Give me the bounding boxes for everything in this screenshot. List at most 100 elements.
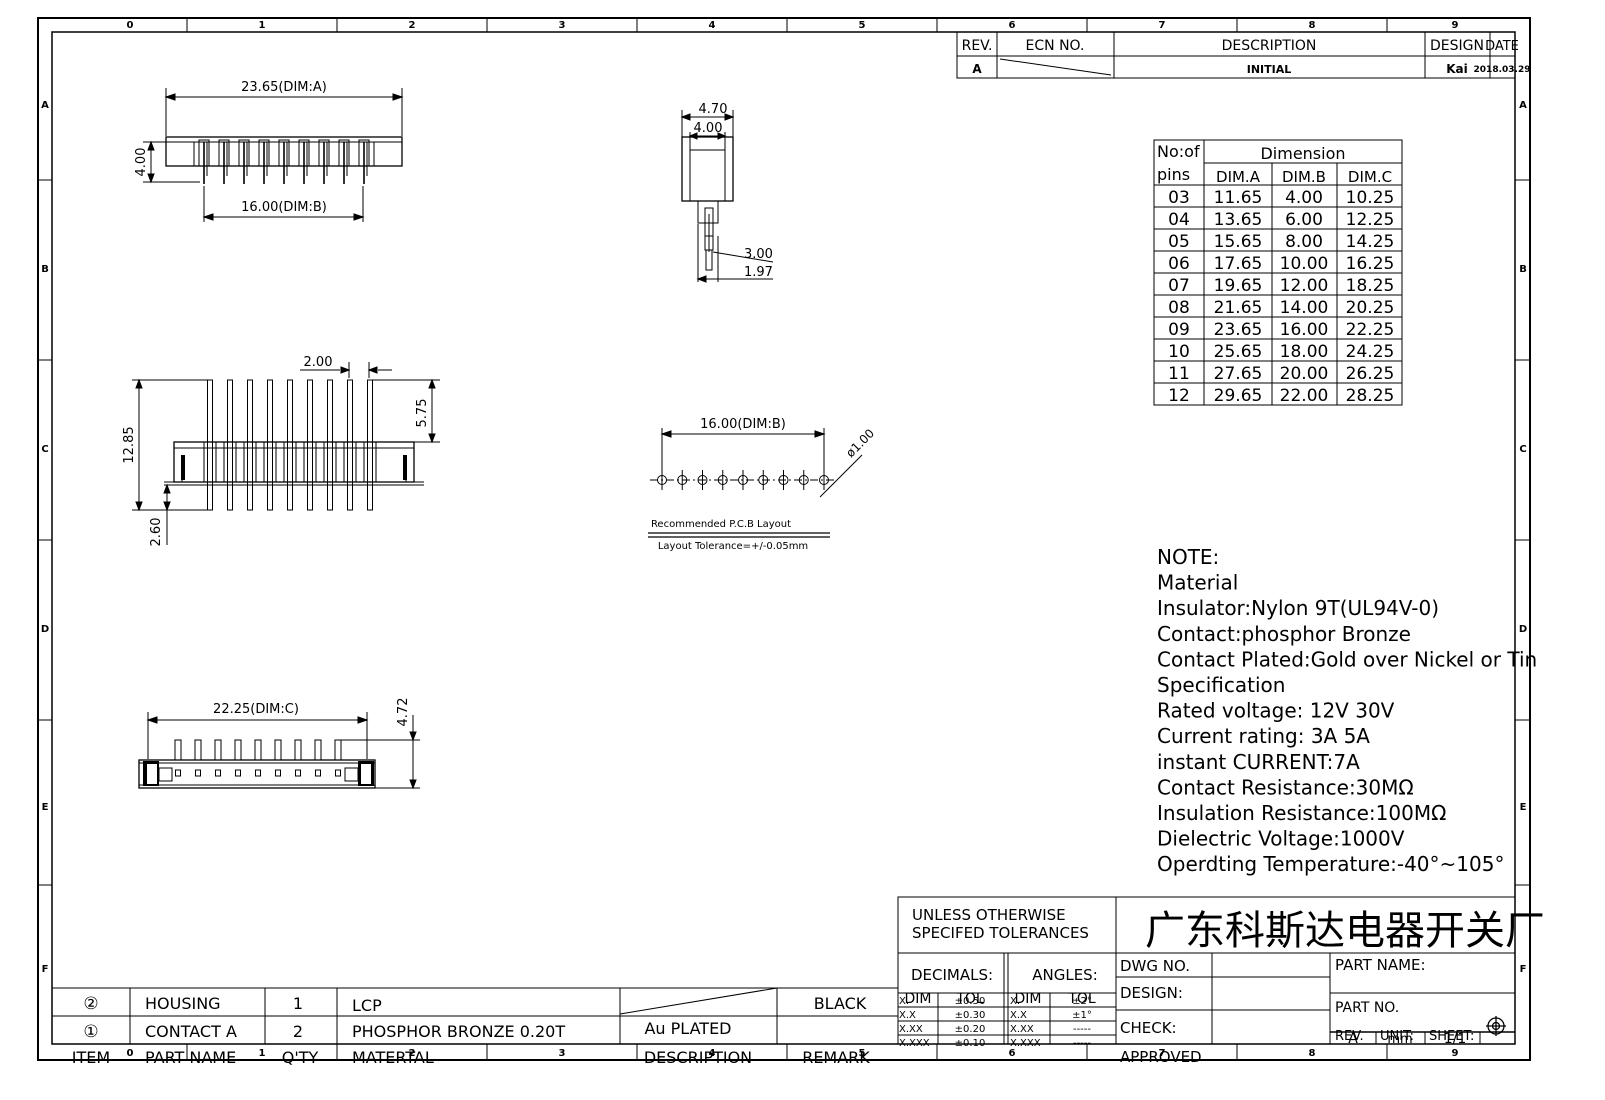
dim-table-cell: 19.65: [1214, 276, 1263, 296]
front-pin: [307, 379, 313, 511]
pins-header: pins: [1157, 165, 1190, 184]
front-view: 12.85 2.60 5.75 2.00: [122, 355, 440, 546]
bottom-pin: [334, 739, 342, 761]
dim-table-cell: 29.65: [1214, 386, 1263, 406]
dim-table-cell: 11.65: [1214, 188, 1263, 208]
side-outer-label: 4.70: [699, 102, 728, 117]
zone-row-right: B: [1519, 264, 1527, 275]
tol-decimal-dim: X.X: [899, 1010, 916, 1021]
zone-row-left: A: [41, 100, 49, 111]
note-line: Contact Plated:Gold over Nickel or Tin: [1157, 647, 1537, 671]
pcb-note-2: Layout Tolerance=+/-0.05mm: [658, 541, 808, 552]
dim-table-cell: 10.00: [1280, 254, 1329, 274]
sheet-label: SHEET:: [1429, 1029, 1474, 1044]
side-tail-1-label: 3.00: [744, 247, 773, 262]
bom-header-qty: Q'TY: [282, 1048, 319, 1067]
pcb-hole-label: ø1.00: [843, 426, 877, 460]
dim-table-cell: 12.00: [1280, 276, 1329, 296]
bom-header-remark: REMARK: [802, 1048, 870, 1067]
dim-table-cell: 20.25: [1346, 298, 1395, 318]
note-line: Contact:phosphor Bronze: [1157, 622, 1411, 646]
zone-row-left: B: [41, 264, 49, 275]
bom-qty-2: 1: [293, 994, 303, 1013]
top-view: 23.65(DIM:A) 4.00 16.00(DIM:B): [134, 80, 404, 222]
note-line: instant CURRENT:7A: [1157, 750, 1360, 774]
zone-col-bottom: 3: [559, 1048, 566, 1059]
note-line: Operdting Temperature:-40°~105°: [1157, 852, 1504, 876]
dimension-table: No:of pins Dimension DIM.A DIM.B DIM.C 0…: [1153, 139, 1403, 406]
tol-angle-dim: X.: [1010, 996, 1020, 1007]
design-header: DESIGN: [1430, 38, 1484, 54]
bom-material-1: PHOSPHOR BRONZE 0.20T: [352, 1022, 565, 1041]
dim-table-cell: 4.00: [1285, 188, 1323, 208]
dim-b-header: DIM.B: [1282, 168, 1326, 186]
tolerance-title-1: UNLESS OTHERWISE: [912, 906, 1066, 924]
zone-row-right: C: [1519, 444, 1526, 455]
tol-decimal-value: ±0.50: [955, 996, 986, 1007]
front-pin: [347, 379, 353, 511]
side-view: 4.70 4.00 3.00 1.97: [680, 102, 774, 283]
dim-header: DIM: [905, 991, 932, 1007]
zone-row-left: D: [41, 624, 49, 635]
bottom-pin-hole: [315, 769, 321, 777]
company-name: 广东科斯达电器开关厂: [1145, 908, 1545, 954]
dim-table-cell: 25.65: [1214, 342, 1263, 362]
zone-col-top: 8: [1309, 20, 1316, 31]
projection-symbol-icon: [1486, 1016, 1506, 1036]
tol-decimal-value: ±0.20: [955, 1024, 986, 1035]
zone-col-bottom: 7: [1159, 1048, 1166, 1059]
zone-col-bottom: 8: [1309, 1048, 1316, 1059]
tol-header: TOL: [955, 991, 984, 1007]
tol-decimal-value: ±0.10: [955, 1038, 986, 1049]
front-below-label: 2.60: [149, 518, 164, 547]
dim-table-cell: 28.25: [1346, 386, 1395, 406]
zone-row-left: E: [42, 802, 49, 813]
note-line: Current rating: 3A 5A: [1157, 724, 1370, 748]
dim-table-cell: 22.25: [1346, 320, 1395, 340]
front-total-height-label: 12.85: [122, 426, 137, 463]
tolerance-block: UNLESS OTHERWISE SPECIFED TOLERANCES DEC…: [897, 896, 1117, 1049]
design-label: DESIGN:: [1120, 984, 1183, 1002]
bom-description-1: Au PLATED: [644, 1019, 731, 1038]
rev-value: A: [972, 62, 982, 76]
dim-table-cell: 08: [1168, 298, 1190, 318]
note-line: Insulation Resistance:100MΩ: [1157, 801, 1446, 825]
dim-header-angle: DIM: [1015, 991, 1042, 1007]
bottom-view: 22.25(DIM:C) 4.72: [138, 698, 420, 790]
tol-angle-value: ±1°: [1072, 1010, 1092, 1021]
bom-qty-1: 2: [293, 1022, 303, 1041]
dwg-no-label: DWG NO.: [1120, 957, 1190, 975]
note-line: Specification: [1157, 673, 1285, 697]
front-pin: [227, 379, 233, 511]
pins-header: No:of: [1157, 142, 1200, 161]
description-header: DESCRIPTION: [1222, 38, 1317, 54]
dim-table-cell: 04: [1168, 210, 1190, 230]
bom-header-material: MATERTAL: [352, 1048, 434, 1067]
zone-col-top: 7: [1159, 20, 1166, 31]
front-pin-above-label: 5.75: [415, 399, 430, 428]
dim-table-cell: 10.25: [1346, 188, 1395, 208]
dimension-group-header: Dimension: [1260, 144, 1345, 163]
zone-col-top: 0: [127, 20, 134, 31]
zone-row-right: A: [1519, 100, 1527, 111]
zone-col-top: 1: [259, 20, 266, 31]
approved-label: APPROVED: [1120, 1048, 1202, 1066]
dim-a-label: 23.65(DIM:A): [241, 80, 327, 95]
zone-row-left: C: [41, 444, 48, 455]
tol-angle-dim: X.XXX: [1010, 1038, 1041, 1049]
zone-col-bottom: 5: [859, 1048, 866, 1059]
dim-table-cell: 10: [1168, 342, 1190, 362]
part-no-label: PART NO.: [1335, 1000, 1399, 1016]
dim-table-cell: 27.65: [1214, 364, 1263, 384]
bom-part-1: CONTACT A: [145, 1022, 237, 1041]
zone-col-bottom: 6: [1009, 1048, 1016, 1059]
dim-table-cell: 05: [1168, 232, 1190, 252]
note-line: Material: [1157, 571, 1238, 595]
tol-angle-dim: X.XX: [1010, 1024, 1034, 1035]
bottom-pin: [314, 739, 322, 761]
side-inner-label: 4.00: [694, 121, 723, 136]
bottom-pin-hole: [215, 769, 221, 777]
tol-decimal-value: ±0.30: [955, 1010, 986, 1021]
bottom-pin-hole: [255, 769, 261, 777]
side-tail-2-label: 1.97: [744, 265, 773, 280]
